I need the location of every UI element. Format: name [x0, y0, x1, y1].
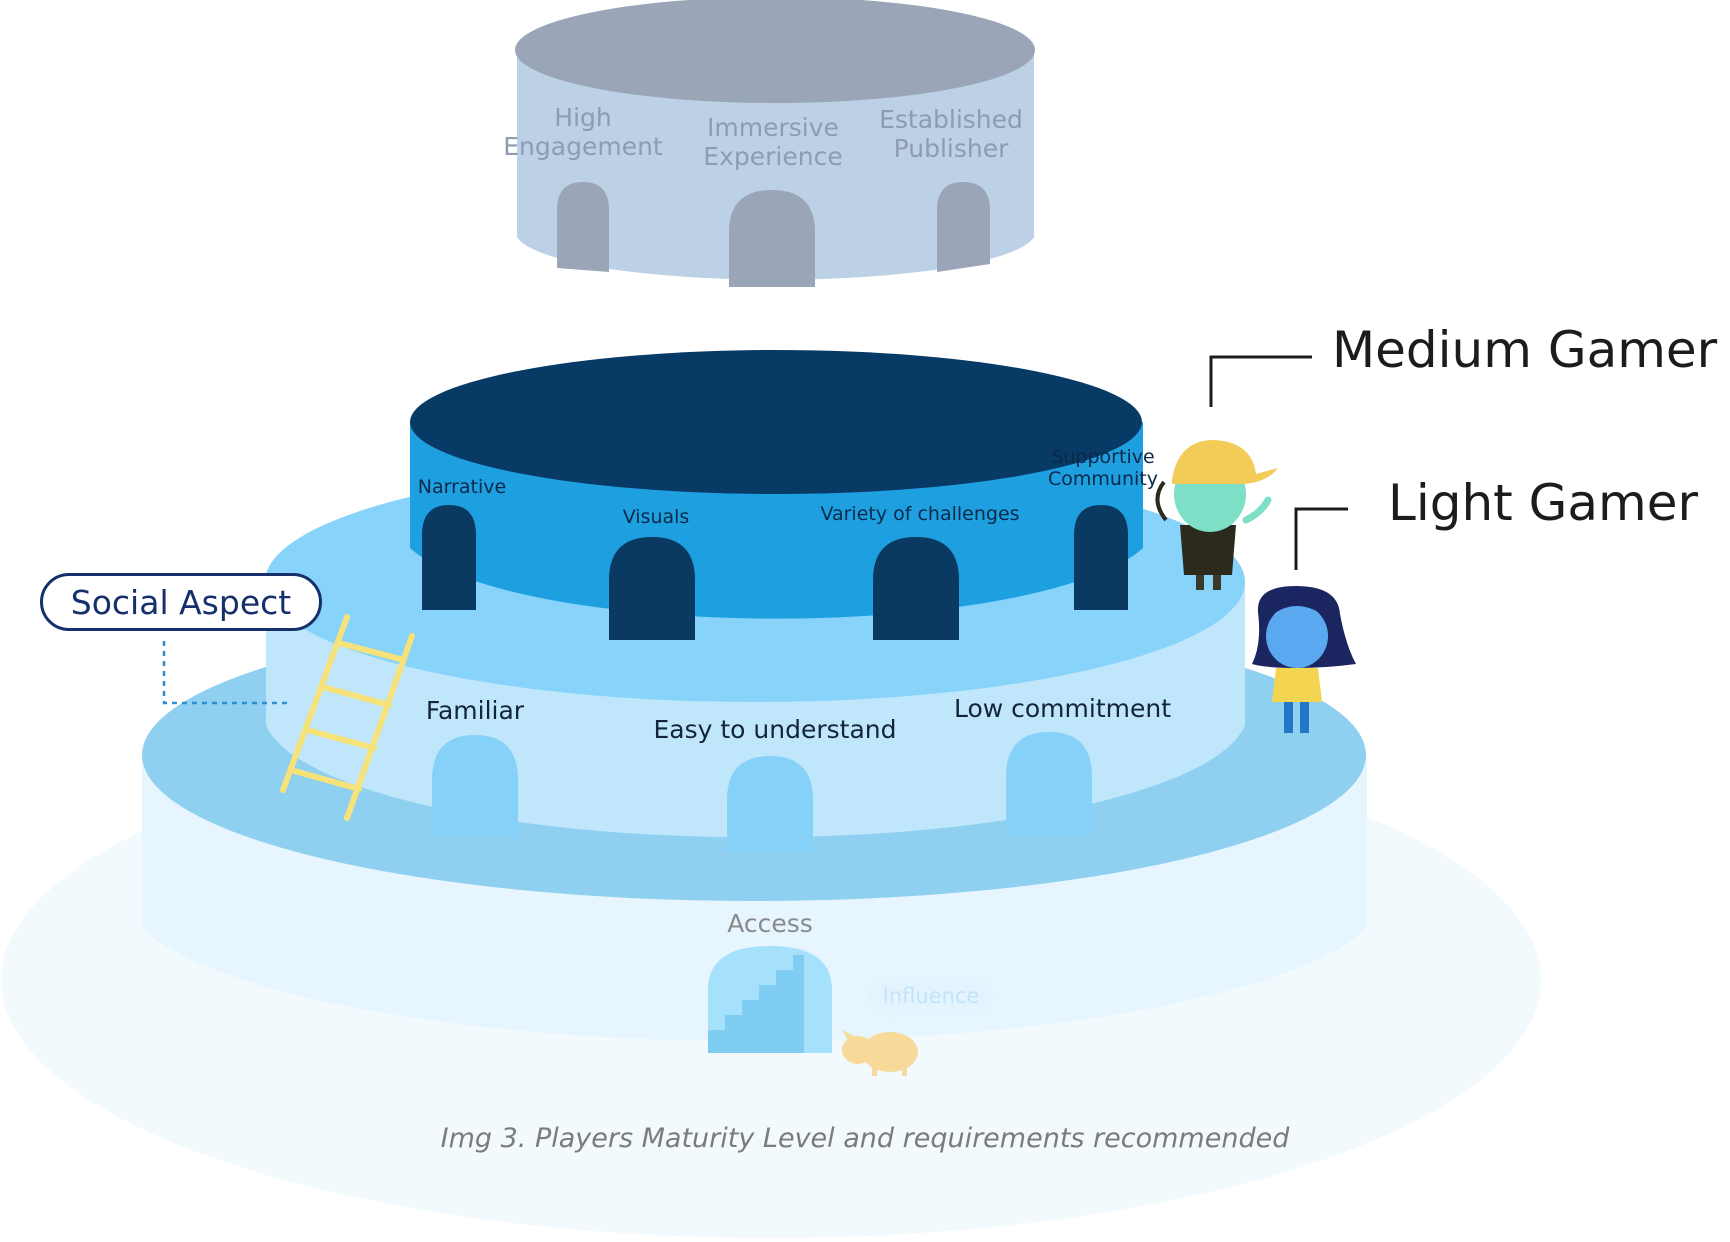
medium-gamer-character-icon	[1155, 440, 1278, 590]
social-aspect-badge: Social Aspect	[40, 573, 322, 631]
light-gamer-connector	[1294, 507, 1348, 570]
lower-label-familiar: Familiar	[425, 696, 525, 725]
middle-label-supportive-community: Supportive Community	[1048, 446, 1158, 490]
social-aspect-label: Social Aspect	[70, 582, 292, 622]
middle-door-2	[609, 537, 695, 640]
lower-label-easy-to-understand: Easy to understand	[653, 715, 897, 744]
light-gamer-character-icon	[1252, 586, 1356, 733]
medium-gamer-connector	[1209, 355, 1312, 407]
top-door-1	[557, 182, 609, 272]
influence-label: Influence	[882, 984, 980, 1008]
middle-door-4	[1074, 505, 1128, 610]
middle-label-narrative: Narrative	[417, 476, 507, 498]
middle-tier-roof	[410, 350, 1142, 494]
top-door-3	[937, 182, 990, 272]
top-tier-roof	[515, 0, 1035, 103]
lower-door-1	[432, 735, 518, 837]
top-label-established-publisher: Established Publisher	[879, 105, 1023, 163]
figure-caption: Img 3. Players Maturity Level and requir…	[440, 1123, 1290, 1154]
lower-door-2	[727, 756, 813, 852]
influence-bubble: Influence	[868, 977, 994, 1015]
base-label-access: Access	[727, 909, 813, 938]
middle-door-1	[422, 505, 476, 610]
medium-gamer-label: Medium Gamer	[1332, 321, 1718, 379]
ladder-icon	[280, 614, 415, 821]
top-tier	[515, 0, 1035, 287]
top-label-high-engagement: High Engagement	[503, 103, 663, 161]
top-label-immersive-experience: Immersive Experience	[703, 113, 843, 171]
middle-tier	[410, 350, 1143, 640]
top-door-2	[729, 190, 815, 287]
social-aspect-connector	[162, 641, 292, 705]
middle-label-visuals: Visuals	[622, 506, 690, 528]
lower-label-low-commitment: Low commitment	[953, 694, 1172, 723]
lower-door-3	[1006, 732, 1092, 835]
middle-door-3	[873, 537, 959, 640]
access-stairs-icon	[708, 955, 804, 1053]
pet-icon	[842, 1016, 918, 1076]
middle-label-variety-of-challenges: Variety of challenges	[820, 503, 1020, 525]
light-gamer-label: Light Gamer	[1388, 474, 1699, 532]
